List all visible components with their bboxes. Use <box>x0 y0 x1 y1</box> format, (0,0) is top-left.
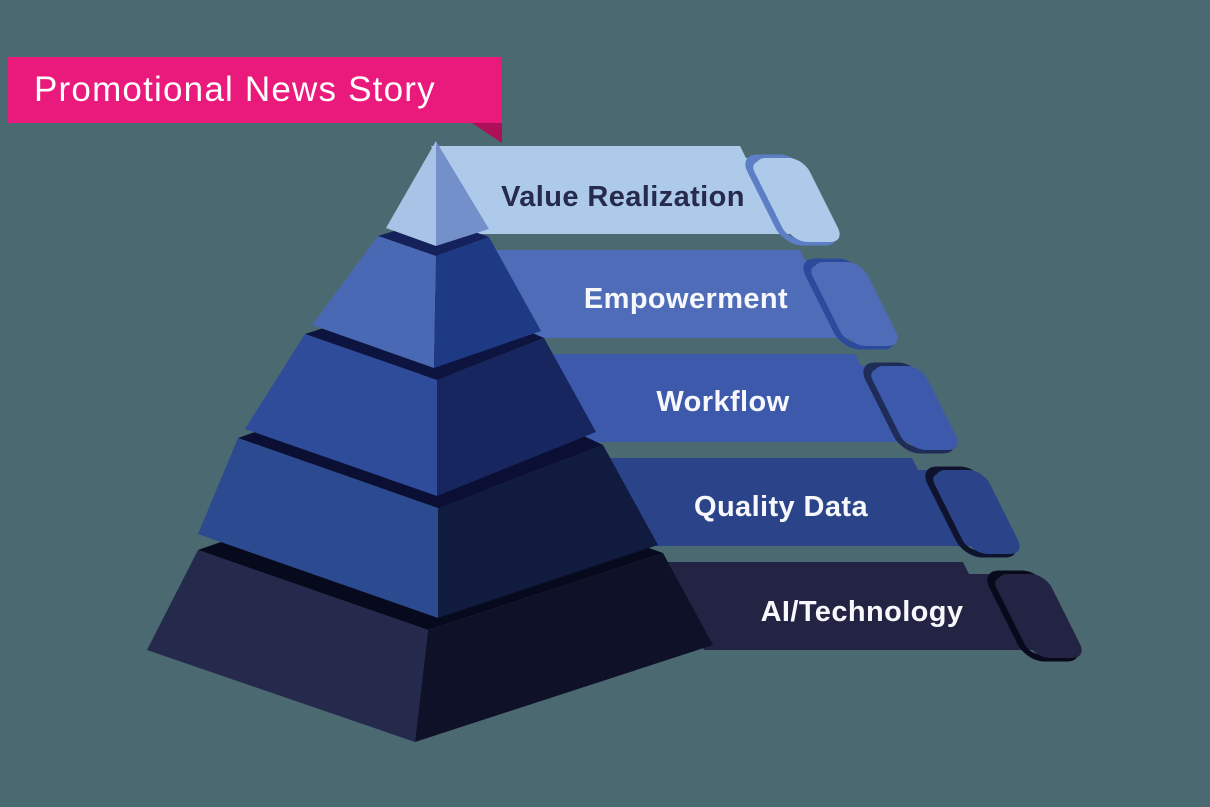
band-tab <box>874 366 958 450</box>
band-value-realization <box>430 146 840 246</box>
banner-title: Promotional News Story <box>34 70 436 109</box>
tier-right-face <box>438 445 658 618</box>
level-band-labels: Value RealizationEmpowermentWorkflowQual… <box>501 181 963 628</box>
pyramid-3d <box>147 141 713 742</box>
tier-left-face <box>147 550 428 742</box>
band-strip <box>601 458 956 546</box>
tier-left-face <box>386 141 436 246</box>
band-tab <box>814 262 898 346</box>
band-strip <box>544 354 899 442</box>
band-label-value-realization: Value Realization <box>501 181 745 213</box>
band-label-quality-data: Quality Data <box>694 491 868 523</box>
tier-right-face <box>437 338 596 496</box>
band-label-empowerment: Empowerment <box>584 283 788 315</box>
band-step-ledge <box>964 574 1036 650</box>
band-label-workflow: Workflow <box>656 386 789 418</box>
band-workflow <box>544 354 958 454</box>
promo-ribbon-banner: Promotional News Story <box>8 57 502 143</box>
band-strip <box>487 250 844 338</box>
tier-left-face <box>245 334 437 496</box>
tier-right-face <box>434 237 541 368</box>
band-strip <box>430 146 784 234</box>
tier-right-face <box>436 141 489 246</box>
band-quality-data <box>601 458 1020 558</box>
band-empowerment <box>487 250 898 350</box>
level-bands <box>430 146 1082 662</box>
band-tab <box>756 158 840 242</box>
band-tab <box>998 574 1082 658</box>
ribbon-fold <box>472 123 502 143</box>
band-label-ai-technology: AI/Technology <box>761 596 964 628</box>
tier-right-face <box>415 553 713 742</box>
ribbon-body <box>8 57 502 123</box>
band-strip <box>659 562 1007 650</box>
band-ai-technology <box>659 562 1082 662</box>
tier-1-value-realization <box>386 141 489 246</box>
tier-left-face <box>198 438 438 618</box>
tier-3-workflow <box>245 292 596 496</box>
tier-left-face <box>312 236 436 368</box>
band-tab <box>936 470 1020 554</box>
